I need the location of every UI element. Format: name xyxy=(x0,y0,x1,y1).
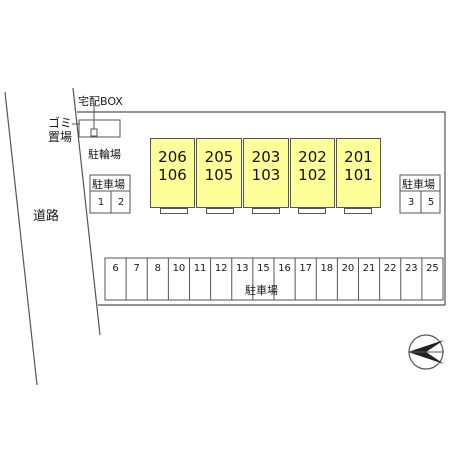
road-edge-right xyxy=(72,87,101,336)
road-label: 道路 xyxy=(33,209,60,224)
unit-lower-number: 103 xyxy=(251,166,281,184)
parking-right-area xyxy=(399,174,441,214)
balcony xyxy=(206,208,234,214)
parking-left-label: 駐車場 xyxy=(92,178,125,191)
parking-stall-number: 21 xyxy=(362,263,376,274)
parking-right-label: 駐車場 xyxy=(402,178,435,191)
parking-stall-number: 23 xyxy=(404,263,418,274)
parking-stall-number: 2 xyxy=(117,197,125,208)
parking-stall-number: 1 xyxy=(97,197,105,208)
parking-bottom-dividers xyxy=(125,258,423,300)
parking-bottom-label: 駐車場 xyxy=(245,284,278,297)
parking-stall-number: 10 xyxy=(172,263,186,274)
parking-stall-number: 22 xyxy=(383,263,397,274)
parking-stall-number: 6 xyxy=(112,263,119,274)
unit-202-102: 202 102 xyxy=(290,138,335,208)
unit-lower-number: 102 xyxy=(298,166,327,184)
unit-upper-number: 203 xyxy=(251,148,281,166)
unit-203-103: 203 103 xyxy=(243,138,289,208)
parking-stall-number: 20 xyxy=(341,263,355,274)
delivery-box-label: 宅配BOX xyxy=(78,95,123,108)
parking-stall-number: 16 xyxy=(278,263,291,274)
balcony xyxy=(252,208,280,214)
unit-upper-number: 202 xyxy=(298,148,327,166)
unit-lower-number: 105 xyxy=(204,166,234,184)
delivery-box-structure xyxy=(78,119,121,138)
parking-left-area xyxy=(89,174,131,214)
balcony xyxy=(160,208,188,214)
parking-stall-number: 18 xyxy=(320,263,334,274)
bicycle-parking-label: 駐輪場 xyxy=(88,148,121,161)
parking-stall-number: 13 xyxy=(235,263,249,274)
road-edge-left xyxy=(4,91,38,386)
delivery-box-icon xyxy=(90,128,98,137)
unit-206-106: 206 106 xyxy=(150,138,195,208)
parking-stall-number: 7 xyxy=(133,263,140,274)
unit-upper-number: 206 xyxy=(158,148,187,166)
parking-stall-number: 11 xyxy=(193,263,207,274)
unit-205-105: 205 105 xyxy=(196,138,242,208)
balcony xyxy=(344,208,372,214)
parking-stall-number: 12 xyxy=(214,263,228,274)
parking-stall-number: 5 xyxy=(427,197,435,208)
balcony xyxy=(298,208,326,214)
unit-upper-number: 201 xyxy=(344,148,373,166)
parking-stall-number: 17 xyxy=(299,263,313,274)
unit-201-101: 201 101 xyxy=(336,138,381,208)
lot-boundary xyxy=(77,111,446,306)
parking-stall-number: 25 xyxy=(426,263,439,274)
garbage-label-line2: 置場 xyxy=(48,130,73,144)
unit-lower-number: 106 xyxy=(158,166,187,184)
unit-upper-number: 205 xyxy=(204,148,234,166)
parking-stall-number: 8 xyxy=(154,263,161,274)
unit-lower-number: 101 xyxy=(344,166,373,184)
garbage-label-line1: ゴミ xyxy=(48,116,73,130)
parking-stall-number: 15 xyxy=(257,263,270,274)
parking-stall-number: 3 xyxy=(407,197,415,208)
north-arrow-icon xyxy=(408,334,444,370)
